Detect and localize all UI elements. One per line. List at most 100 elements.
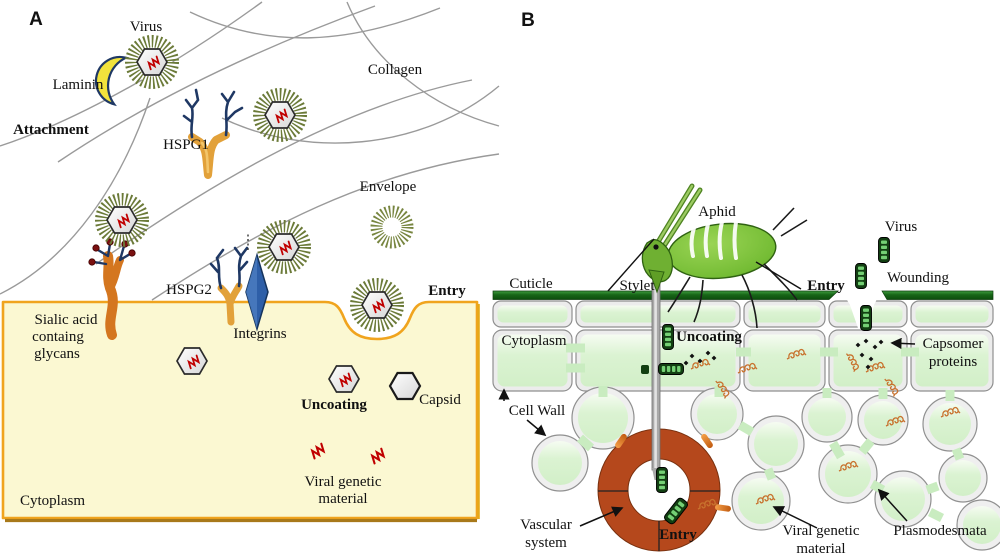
- plant-cell-circle: [747, 415, 805, 473]
- svg-text:Vascular: Vascular: [520, 517, 572, 533]
- virus-rod-icon: [662, 324, 674, 350]
- cell-membrane: [1, 300, 479, 520]
- hspg2-receptor-icon: [209, 246, 249, 326]
- collagen-fiber-lines: [0, 1, 500, 301]
- label-entry-top: Entry: [807, 278, 845, 294]
- virus-rod-icon: [860, 305, 872, 331]
- aphid-legs: [667, 207, 808, 329]
- label-uncoating-b: Uncoating: [676, 329, 742, 345]
- label-hspg1: HSPG1: [163, 137, 209, 153]
- plant-cell-circle: [801, 391, 853, 443]
- panel-a-letter: A: [29, 9, 43, 30]
- envelope-ring-icon: [377, 212, 408, 243]
- plasmodesmata-arrow: [877, 488, 908, 522]
- label-cytoplasm-b: Cytoplasm: [501, 333, 566, 349]
- label-hspg2: HSPG2: [166, 282, 212, 298]
- panel-b: B Aphid Virus Wounding Entry Cuticle Sty…: [492, 10, 1000, 557]
- empty-capsid-icon: [388, 371, 422, 401]
- label-uncoating-a: Uncoating: [301, 397, 367, 413]
- virus-rod-icon: [656, 467, 668, 493]
- label-entry-a: Entry: [428, 283, 466, 299]
- label-capsomer-proteins: Capsomer proteins: [923, 336, 984, 370]
- orange-connector-dashes: [615, 433, 731, 512]
- label-sialic-acid-glycans: Sialic acid containg glycans: [32, 312, 98, 362]
- plant-cell-circle: [818, 444, 878, 504]
- label-vascular-system: Vascular system: [520, 517, 572, 551]
- label-stylet: Stylet: [619, 278, 655, 294]
- capsomer-arrow: [890, 337, 916, 350]
- virus-particle-icon: [264, 227, 305, 268]
- plant-cell-circle: [956, 499, 1000, 551]
- laminin-crescent-icon: [94, 55, 130, 107]
- plant-cell-block: [910, 300, 994, 328]
- label-viral-genetic-material-a: Viral genetic material: [305, 474, 382, 507]
- aphid-stripes: [689, 220, 738, 260]
- label-capsid: Capsid: [419, 392, 461, 408]
- plant-cell-circle: [857, 394, 909, 446]
- virus-particle-icon: [260, 95, 301, 136]
- plant-cell-row1: [492, 300, 994, 328]
- virus-particle-icon: [132, 42, 173, 83]
- plasmodesma-bridges: [566, 343, 965, 523]
- annotation-arrows: [498, 337, 916, 529]
- label-cytoplasm-a: Cytoplasm: [20, 493, 85, 509]
- label-aphid: Aphid: [698, 204, 736, 220]
- plant-cell-circle: [731, 471, 791, 531]
- label-attachment: Attachment: [13, 122, 89, 138]
- plant-cell-circle: [571, 386, 635, 450]
- uncoating-capsid-icon: [329, 366, 359, 392]
- stylet-leader-line: [607, 238, 655, 292]
- vascular-arrow: [579, 506, 624, 527]
- entry-leader-line: [755, 261, 802, 290]
- viral-genetic-arrow: [772, 506, 818, 529]
- virus-rod-icon: [855, 263, 867, 289]
- plant-cell-block: [743, 329, 826, 392]
- label-laminin: Laminin: [53, 77, 104, 93]
- svg-text:Sialic acid: Sialic acid: [35, 312, 98, 328]
- svg-text:Capsomer: Capsomer: [923, 336, 984, 352]
- panel-b-letter: B: [521, 10, 535, 31]
- label-cuticle: Cuticle: [509, 276, 553, 292]
- label-entry-bottom: Entry: [659, 527, 697, 543]
- virus-particle-entry-icon: [357, 285, 398, 326]
- plant-cell-block: [743, 300, 826, 328]
- plant-cell-block: [828, 329, 908, 392]
- virus-rod-stub: [641, 365, 649, 374]
- aphid-eye: [653, 244, 659, 250]
- plant-cell-block: [492, 300, 573, 328]
- animal-cell: [1, 300, 480, 523]
- plant-cell-block: [492, 329, 573, 392]
- hspg1-receptor-icon: [182, 88, 244, 179]
- plant-cell-circle: [922, 396, 978, 452]
- label-virus-a: Virus: [130, 19, 163, 35]
- svg-text:containg: containg: [32, 329, 84, 345]
- plant-cell-block: [910, 329, 994, 392]
- plant-cell-circle: [874, 470, 932, 528]
- label-collagen: Collagen: [368, 62, 423, 78]
- label-envelope: Envelope: [360, 179, 417, 195]
- svg-text:material: material: [796, 541, 845, 557]
- svg-text:Viral genetic: Viral genetic: [783, 523, 860, 539]
- label-wounding: Wounding: [887, 270, 950, 286]
- label-integrins: Integrins: [233, 326, 286, 342]
- integrin-icon: [245, 234, 269, 332]
- label-plasmodesmata: Plasmodesmata: [893, 523, 987, 539]
- svg-text:proteins: proteins: [929, 354, 977, 370]
- virus-rod-icon: [658, 363, 684, 375]
- svg-text:material: material: [318, 491, 367, 507]
- cuticle-bar: [492, 290, 994, 300]
- plant-cell-row2: [492, 329, 994, 392]
- svg-text:system: system: [525, 535, 567, 551]
- aphid-icon: [607, 183, 808, 329]
- plant-cell-circle: [531, 434, 589, 492]
- plant-cell-circle: [690, 387, 744, 441]
- plant-cell-circle: [938, 453, 988, 503]
- label-viral-genetic-material-b: Viral genetic material: [783, 523, 860, 557]
- plant-cell-circles: [531, 386, 1000, 551]
- label-cell-wall: Cell Wall: [509, 403, 565, 419]
- label-virus-b: Virus: [885, 219, 918, 235]
- panel-a: A Virus Laminin Attachment HSPG1 Collage…: [0, 1, 500, 523]
- virus-rod-icon: [878, 237, 890, 263]
